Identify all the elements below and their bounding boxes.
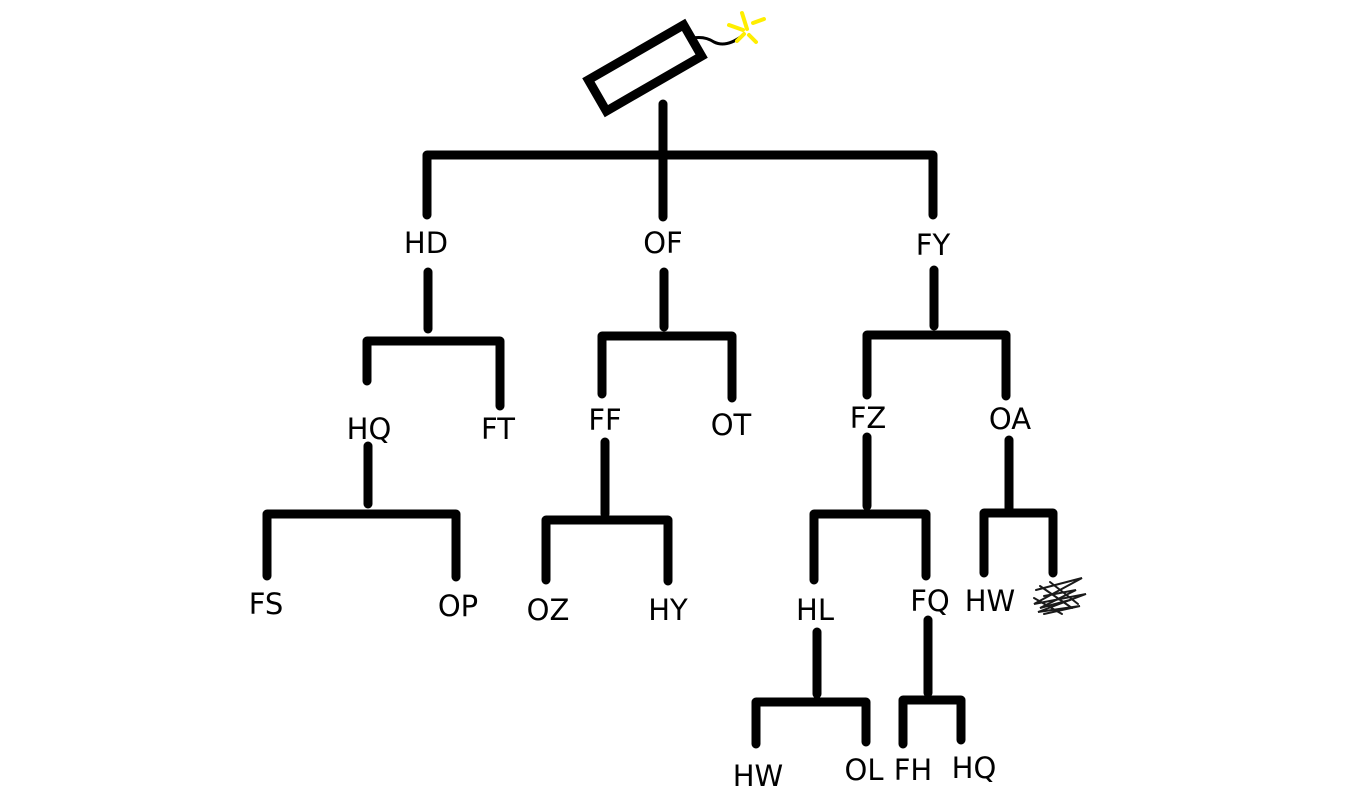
node-hq-fq: HQ	[952, 751, 997, 785]
node-hl: HL	[796, 593, 834, 627]
edges-root	[422, 99, 938, 222]
node-oa: OA	[989, 402, 1031, 436]
node-fh: FH	[894, 753, 933, 787]
bomb-body	[582, 18, 708, 118]
node-hy: HY	[648, 593, 688, 627]
node-fy: FY	[916, 228, 951, 262]
node-hw-hl: HW	[733, 759, 783, 793]
edges-fy	[751, 265, 1058, 749]
spark-icon	[727, 11, 766, 44]
node-ol: OL	[845, 753, 884, 787]
node-labels: HD OF FY HQ FT FF OT FZ OA FS OP OZ HY H…	[249, 226, 1032, 793]
node-fq: FQ	[910, 584, 950, 618]
bomb-icon	[582, 11, 766, 118]
scribbled-out-mark	[1033, 577, 1087, 615]
edges-of	[541, 267, 737, 586]
bomb-fuse	[691, 34, 744, 46]
node-hq: HQ	[347, 412, 392, 446]
node-hw-oa: HW	[965, 584, 1015, 618]
node-ft: FT	[481, 412, 515, 446]
edges-hd	[262, 267, 505, 582]
node-oz: OZ	[527, 593, 570, 627]
node-fz: FZ	[850, 401, 887, 435]
node-ot: OT	[711, 408, 752, 442]
node-of: OF	[643, 226, 683, 260]
node-fs: FS	[249, 587, 284, 621]
node-hd: HD	[404, 226, 448, 260]
node-op: OP	[438, 589, 478, 623]
node-ff: FF	[588, 403, 621, 437]
